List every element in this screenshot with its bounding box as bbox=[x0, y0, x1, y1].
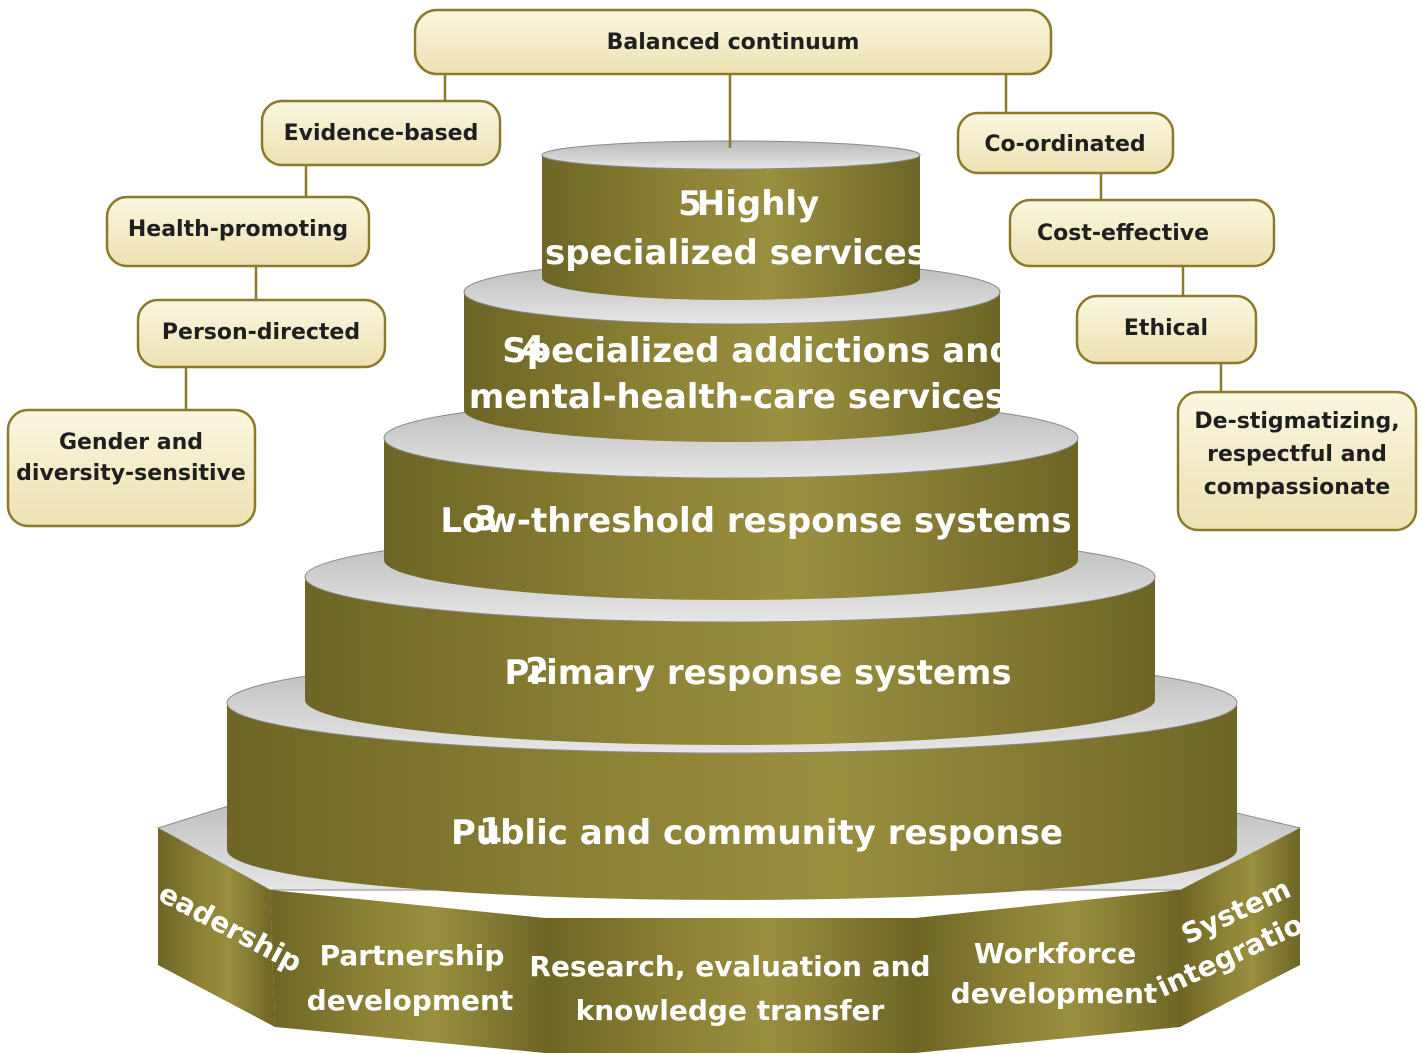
foundation-face-research bbox=[545, 918, 915, 1053]
svg-text:2: 2 bbox=[525, 651, 549, 691]
svg-text:Low-threshold response systems: Low-threshold response systems bbox=[440, 501, 1071, 541]
svg-text:Evidence-based: Evidence-based bbox=[284, 121, 479, 146]
tier-1-label: 1 Public and community response bbox=[451, 811, 1063, 853]
svg-text:knowledge transfer: knowledge transfer bbox=[576, 994, 885, 1027]
svg-text:Gender and: Gender and bbox=[59, 430, 203, 455]
foundation-partnership-label: Partnership development bbox=[307, 939, 514, 1017]
tier-2-label: 2 Primary response systems bbox=[504, 651, 1011, 693]
principle-co-ordinated: Co-ordinated bbox=[956, 111, 1175, 175]
principle-ethical: Ethical bbox=[1075, 294, 1258, 365]
svg-text:Primary response systems: Primary response systems bbox=[504, 653, 1011, 693]
foundation-face-workforce bbox=[915, 890, 1180, 1053]
svg-text:development: development bbox=[307, 984, 514, 1017]
svg-text:Ethical: Ethical bbox=[1124, 316, 1208, 341]
svg-text:5: 5 bbox=[678, 184, 702, 224]
principle-de-stigmatizing: De-stigmatizing, respectful and compassi… bbox=[1176, 390, 1418, 532]
tier-3-label: 3 Low-threshold response systems bbox=[440, 499, 1071, 541]
svg-text:Cost-effective: Cost-effective bbox=[1037, 221, 1209, 246]
svg-text:3: 3 bbox=[474, 499, 498, 539]
svg-text:specialized services: specialized services bbox=[545, 233, 927, 273]
foundation-workforce-label: Workforce development bbox=[951, 937, 1158, 1010]
principle-top: Balanced continuum bbox=[413, 8, 1053, 76]
principle-evidence-based: Evidence-based bbox=[260, 99, 502, 167]
svg-text:De-stigmatizing,: De-stigmatizing, bbox=[1194, 409, 1399, 434]
svg-text:development: development bbox=[951, 977, 1158, 1010]
foundation-research-label: Research, evaluation and knowledge trans… bbox=[529, 950, 930, 1027]
principle-health-promoting: Health-promoting bbox=[105, 195, 371, 268]
svg-text:Health-promoting: Health-promoting bbox=[128, 217, 348, 242]
tier-5-label: 5 Highly specialized services bbox=[545, 184, 927, 273]
svg-text:Research, evaluation and: Research, evaluation and bbox=[529, 950, 930, 983]
tier-5 bbox=[541, 140, 921, 300]
connectors bbox=[184, 74, 1223, 410]
svg-text:compassionate: compassionate bbox=[1204, 475, 1390, 500]
foundation-face-partnership bbox=[270, 890, 545, 1053]
svg-text:respectful and: respectful and bbox=[1207, 442, 1387, 467]
svg-text:mental-health-care services: mental-health-care services bbox=[469, 377, 1005, 417]
svg-text:Partnership: Partnership bbox=[320, 939, 505, 972]
foundation-face-leadership bbox=[158, 828, 275, 1027]
svg-text:Person-directed: Person-directed bbox=[162, 320, 360, 345]
svg-text:Co-ordinated: Co-ordinated bbox=[984, 132, 1145, 157]
principle-cost-effective: Cost-effective bbox=[1008, 198, 1276, 268]
svg-text:1: 1 bbox=[479, 811, 503, 851]
principle-gender-diversity: Gender and diversity-sensitive bbox=[6, 408, 257, 528]
svg-text:Workforce: Workforce bbox=[974, 937, 1136, 970]
foundation-face-system bbox=[1180, 828, 1300, 1027]
svg-text:diversity-sensitive: diversity-sensitive bbox=[16, 461, 246, 486]
svg-text:Specialized addictions and: Specialized addictions and bbox=[502, 331, 1013, 371]
tier-4-label: 4 Specialized addictions and mental-heal… bbox=[469, 329, 1014, 417]
svg-text:Highly: Highly bbox=[697, 184, 819, 224]
svg-text:Public and community response: Public and community response bbox=[451, 813, 1063, 853]
principle-person-directed: Person-directed bbox=[136, 298, 387, 369]
svg-text:4: 4 bbox=[521, 329, 545, 369]
principle-balanced-continuum: Balanced continuum bbox=[607, 30, 860, 55]
